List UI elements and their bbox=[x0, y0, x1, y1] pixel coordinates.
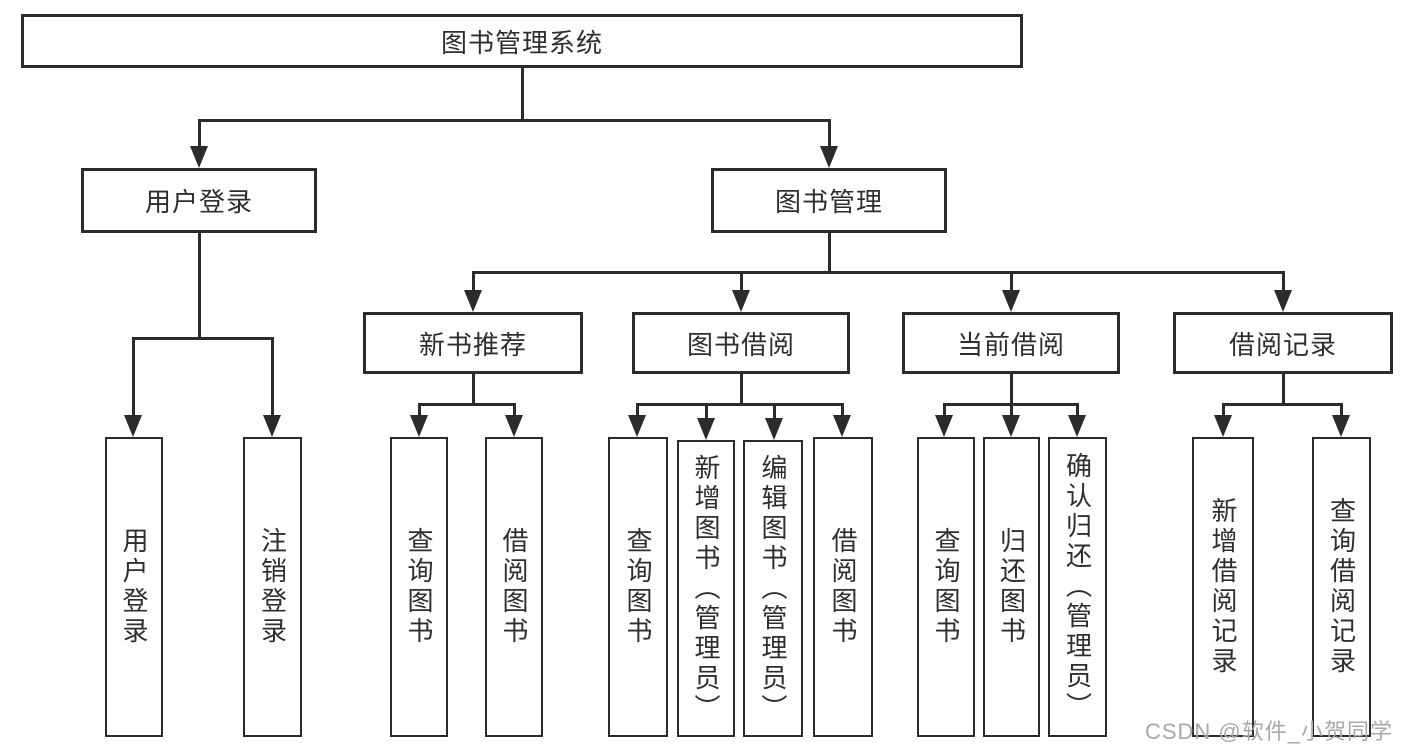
connector-line bbox=[1221, 404, 1225, 419]
node-label-leaf-query-books-1: 查询图书 bbox=[404, 527, 434, 647]
arrowhead-down-icon bbox=[732, 290, 750, 312]
node-book-management: 图书管理 bbox=[711, 168, 947, 233]
connector-line bbox=[131, 338, 135, 419]
node-leaf-logout: 注销登录 bbox=[243, 437, 302, 737]
node-book-borrowing: 图书借阅 bbox=[632, 312, 850, 374]
node-label-leaf-borrow-books-1: 借阅图书 bbox=[499, 527, 529, 647]
node-label-root: 图书管理系统 bbox=[440, 27, 603, 58]
node-leaf-add-book-admin: 新增图书（管理员） bbox=[677, 440, 735, 737]
arrowhead-down-icon bbox=[1002, 290, 1020, 312]
node-label-leaf-query-books-3: 查询图书 bbox=[931, 527, 961, 647]
connector-line bbox=[1281, 373, 1285, 406]
connector-line bbox=[270, 338, 274, 419]
connector-line bbox=[772, 404, 776, 422]
csdn-watermark: CSDN @软件_小贺同学 bbox=[1144, 719, 1393, 744]
node-leaf-query-books-3: 查询图书 bbox=[917, 437, 975, 737]
node-leaf-add-borrow-rec: 新增借阅记录 bbox=[1192, 437, 1254, 737]
arrowhead-down-icon bbox=[697, 418, 715, 440]
connector-line bbox=[1009, 404, 1013, 419]
connector-line bbox=[1339, 404, 1343, 419]
node-label-leaf-confirm-return: 确认归还（管理员） bbox=[1062, 452, 1093, 722]
node-leaf-query-books-2: 查询图书 bbox=[608, 437, 668, 737]
connector-line bbox=[635, 404, 639, 419]
connector-line bbox=[512, 404, 516, 419]
node-leaf-user-login: 用户登录 bbox=[105, 437, 163, 737]
arrowhead-down-icon bbox=[1002, 415, 1020, 437]
arrowhead-down-icon bbox=[765, 418, 783, 440]
node-leaf-confirm-return: 确认归还（管理员） bbox=[1048, 437, 1107, 737]
node-label-leaf-edit-book-admin: 编辑图书（管理员） bbox=[758, 453, 788, 724]
node-label-leaf-query-borrow-rec: 查询借阅记录 bbox=[1326, 497, 1357, 677]
arrowhead-down-icon bbox=[820, 146, 838, 168]
connector-line bbox=[942, 404, 946, 419]
connector-line bbox=[471, 373, 475, 406]
connector-line bbox=[1009, 373, 1013, 406]
arrowhead-down-icon bbox=[628, 415, 646, 437]
arrowhead-down-icon bbox=[935, 415, 953, 437]
node-label-leaf-add-book-admin: 新增图书（管理员） bbox=[691, 453, 721, 724]
node-user-login: 用户登录 bbox=[81, 168, 317, 233]
node-leaf-edit-book-admin: 编辑图书（管理员） bbox=[743, 440, 803, 737]
connector-line bbox=[1221, 402, 1343, 406]
connector-line bbox=[197, 118, 831, 122]
arrowhead-down-icon bbox=[410, 415, 428, 437]
connector-line bbox=[635, 402, 844, 406]
connector-line bbox=[739, 373, 743, 406]
node-label-leaf-add-borrow-rec: 新增借阅记录 bbox=[1208, 497, 1238, 677]
node-label-new-book-recommend: 新书推荐 bbox=[418, 329, 527, 360]
connector-line bbox=[827, 120, 831, 150]
node-leaf-borrow-books-1: 借阅图书 bbox=[485, 437, 543, 737]
connector-line bbox=[417, 404, 421, 419]
node-label-leaf-logout: 注销登录 bbox=[257, 527, 288, 647]
connector-line bbox=[704, 404, 708, 422]
connector-line bbox=[827, 232, 831, 274]
node-root: 图书管理系统 bbox=[21, 14, 1023, 68]
node-label-leaf-return-book: 归还图书 bbox=[996, 527, 1027, 647]
node-label-book-borrowing: 图书借阅 bbox=[686, 329, 795, 360]
arrowhead-down-icon bbox=[1332, 415, 1350, 437]
node-label-current-borrowing: 当前借阅 bbox=[956, 329, 1065, 360]
node-label-leaf-borrow-books-2: 借阅图书 bbox=[828, 527, 858, 647]
connector-line bbox=[197, 232, 201, 340]
arrowhead-down-icon bbox=[1274, 290, 1292, 312]
connector-line bbox=[197, 120, 201, 150]
connector-line bbox=[1075, 404, 1079, 419]
connector-line bbox=[520, 66, 524, 122]
node-leaf-query-borrow-rec: 查询借阅记录 bbox=[1312, 437, 1371, 737]
node-leaf-borrow-books-2: 借阅图书 bbox=[813, 437, 873, 737]
node-new-book-recommend: 新书推荐 bbox=[363, 312, 583, 374]
node-current-borrowing: 当前借阅 bbox=[902, 312, 1120, 374]
node-leaf-query-books-1: 查询图书 bbox=[390, 437, 448, 737]
connector-line bbox=[471, 270, 1285, 274]
node-label-user-login: 用户登录 bbox=[144, 187, 253, 217]
connector-line bbox=[1281, 272, 1285, 294]
connector-line bbox=[840, 404, 844, 419]
node-label-leaf-user-login: 用户登录 bbox=[119, 527, 149, 647]
connector-line bbox=[417, 402, 516, 406]
node-label-book-management: 图书管理 bbox=[774, 187, 883, 217]
arrowhead-down-icon bbox=[124, 415, 142, 437]
connector-line bbox=[131, 336, 274, 340]
arrowhead-down-icon bbox=[833, 415, 851, 437]
connector-line bbox=[471, 272, 475, 294]
node-label-borrowing-records: 借阅记录 bbox=[1228, 329, 1337, 360]
arrowhead-down-icon bbox=[263, 415, 281, 437]
arrowhead-down-icon bbox=[1214, 415, 1232, 437]
arrowhead-down-icon bbox=[1068, 415, 1086, 437]
node-leaf-return-book: 归还图书 bbox=[983, 437, 1040, 737]
connector-line bbox=[739, 272, 743, 294]
node-label-leaf-query-books-2: 查询图书 bbox=[623, 527, 653, 647]
arrowhead-down-icon bbox=[190, 146, 208, 168]
node-borrowing-records: 借阅记录 bbox=[1173, 312, 1393, 374]
connector-line bbox=[1009, 272, 1013, 294]
arrowhead-down-icon bbox=[464, 290, 482, 312]
arrowhead-down-icon bbox=[505, 415, 523, 437]
